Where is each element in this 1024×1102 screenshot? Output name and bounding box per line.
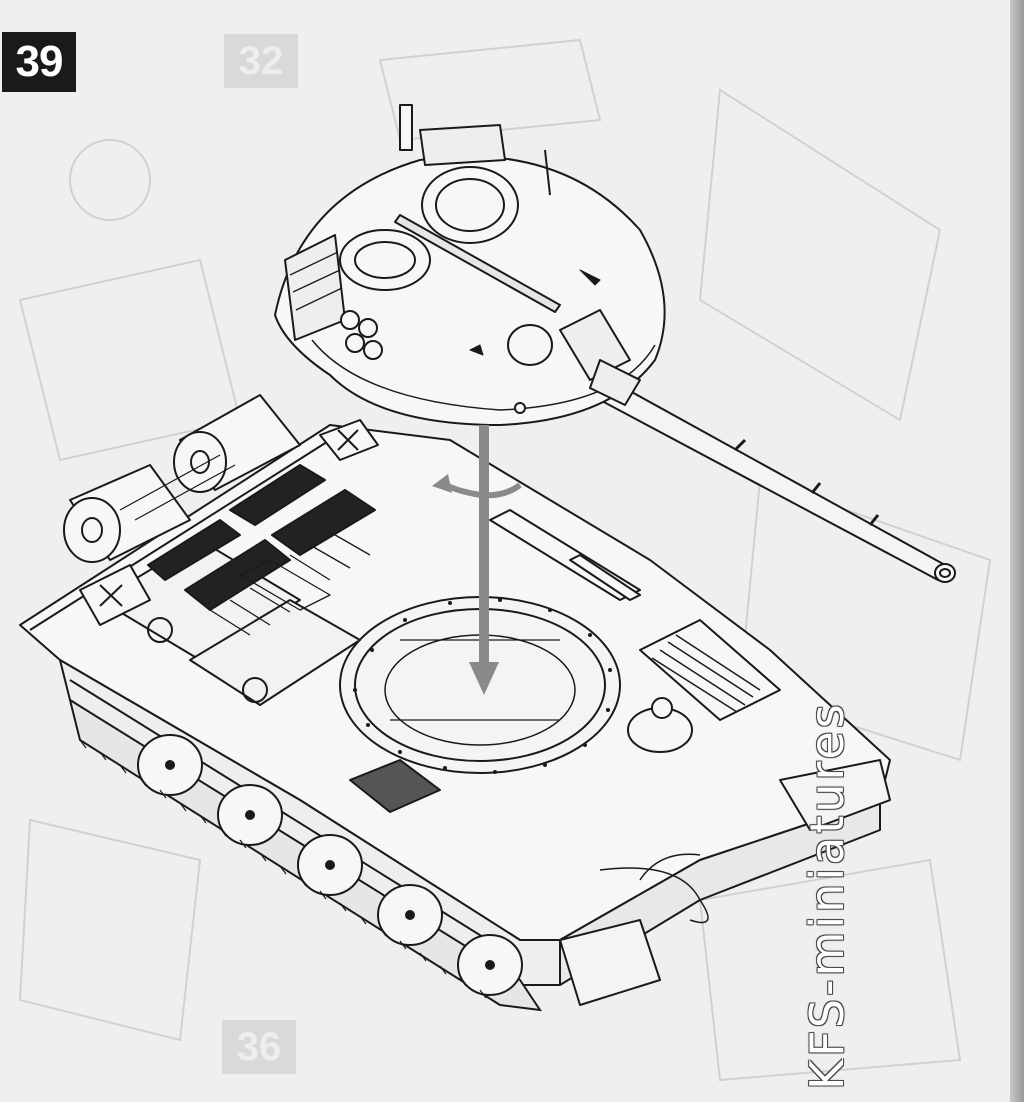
page-edge-shadow	[1010, 0, 1024, 1102]
watermark-text: KFS-miniatures	[800, 701, 854, 1090]
rotation-arrow	[432, 474, 522, 499]
track-and-wheels	[68, 697, 543, 1012]
tank-turret	[274, 104, 956, 583]
step-number-badge: 39	[2, 32, 76, 92]
tank-hull	[19, 394, 891, 1006]
installation-arrow	[469, 425, 499, 695]
background-step-number: 32	[224, 34, 298, 88]
background-step-number: 36	[222, 1020, 296, 1074]
